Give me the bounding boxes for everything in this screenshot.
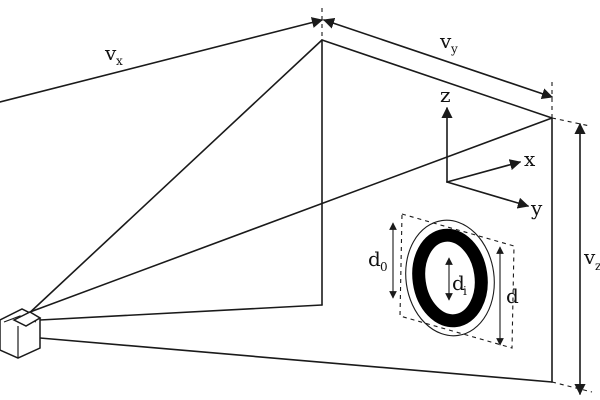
- vy-label: v: [439, 29, 452, 53]
- coordinate-axes: z x y: [440, 83, 543, 220]
- vy-label-sub: y: [450, 42, 458, 56]
- di-label: d: [452, 271, 465, 295]
- y-axis: [446, 181, 530, 209]
- d0-label: d: [368, 247, 381, 271]
- vz-label: v: [583, 245, 596, 269]
- floor-front-line: [39, 337, 553, 383]
- target-bounding-box: [399, 213, 515, 349]
- vz-top-extension: [551, 117, 591, 127]
- di-label-sub: i: [463, 284, 467, 298]
- vx-arrow: [0, 17, 324, 103]
- wall-top-edge: [321, 39, 553, 119]
- d-label: d: [506, 284, 519, 308]
- vz-label-sub: z: [595, 259, 600, 273]
- ray-top-left: [23, 39, 323, 319]
- camera-icon: [0, 308, 42, 359]
- axis-x-label: x: [524, 147, 536, 171]
- wall-panel: [321, 39, 553, 383]
- vz-dimension: v z: [551, 117, 600, 396]
- vx-label: v: [104, 41, 117, 65]
- vy-dimension: v y: [322, 17, 554, 118]
- axis-z-label: z: [440, 83, 451, 107]
- ray-top-right: [29, 117, 553, 313]
- black-ring: [412, 228, 488, 328]
- outer-ring-ellipse: [405, 219, 495, 337]
- floor-lines: [39, 304, 553, 383]
- vx-dimension: v x: [0, 8, 324, 103]
- d0-label-sub: 0: [380, 260, 388, 274]
- floor-back-line: [39, 304, 323, 321]
- vx-label-sub: x: [116, 54, 123, 68]
- x-axis: [446, 159, 522, 183]
- axis-y-label: y: [530, 196, 543, 220]
- view-rays: [23, 39, 553, 319]
- vz-bottom-extension: [551, 381, 593, 393]
- vy-arrow: [322, 17, 554, 100]
- ring-target: d 0 d i d: [368, 213, 519, 349]
